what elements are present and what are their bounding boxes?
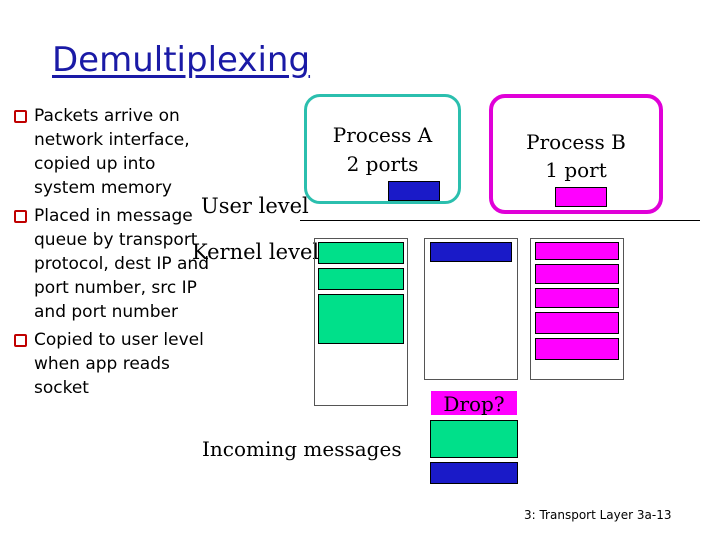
queued-message — [535, 338, 619, 360]
queued-message — [535, 312, 619, 334]
incoming-message — [430, 462, 518, 484]
process-b-box: Process B 1 port — [489, 94, 663, 214]
queued-message — [318, 294, 404, 344]
queued-message — [535, 264, 619, 284]
process-b-name: Process B — [526, 130, 626, 154]
message-queue-process-a-port2 — [424, 238, 518, 380]
user-kernel-divider — [300, 220, 700, 221]
queued-message — [318, 242, 404, 264]
slide-footer: 3: Transport Layer 3a-13 — [524, 508, 672, 522]
bullet-item: Copied to user level when app reads sock… — [14, 328, 214, 400]
bullet-list: Packets arrive on network interface, cop… — [14, 104, 214, 404]
user-level-label: User level — [201, 194, 309, 218]
message-queue-process-b — [530, 238, 624, 380]
queued-message — [318, 268, 404, 290]
bullet-marker-icon — [14, 210, 27, 223]
process-a-name: Process A — [332, 123, 433, 147]
bullet-marker-icon — [14, 110, 27, 123]
incoming-message — [430, 420, 518, 458]
process-a-socket-port — [388, 181, 440, 201]
slide-title: Demultiplexing — [52, 40, 311, 80]
kernel-level-label: Kernel level — [192, 240, 320, 264]
process-a-ports: 2 ports — [346, 152, 419, 176]
process-b-socket-port — [555, 187, 607, 207]
process-a-box: Process A 2 ports — [304, 94, 461, 204]
queued-message — [430, 242, 512, 262]
bullet-text: Copied to user level when app reads sock… — [34, 330, 204, 398]
bullet-text: Packets arrive on network interface, cop… — [34, 106, 190, 198]
process-b-ports: 1 port — [545, 158, 607, 182]
drop-label: Drop? — [431, 391, 517, 416]
message-queue-process-a — [314, 238, 408, 406]
bullet-text: Placed in message queue by transport pro… — [34, 206, 209, 322]
queued-message — [535, 242, 619, 260]
bullet-item: Placed in message queue by transport pro… — [14, 204, 214, 324]
incoming-messages-label: Incoming messages — [202, 437, 402, 461]
bullet-marker-icon — [14, 334, 27, 347]
queued-message — [535, 288, 619, 308]
bullet-item: Packets arrive on network interface, cop… — [14, 104, 214, 200]
